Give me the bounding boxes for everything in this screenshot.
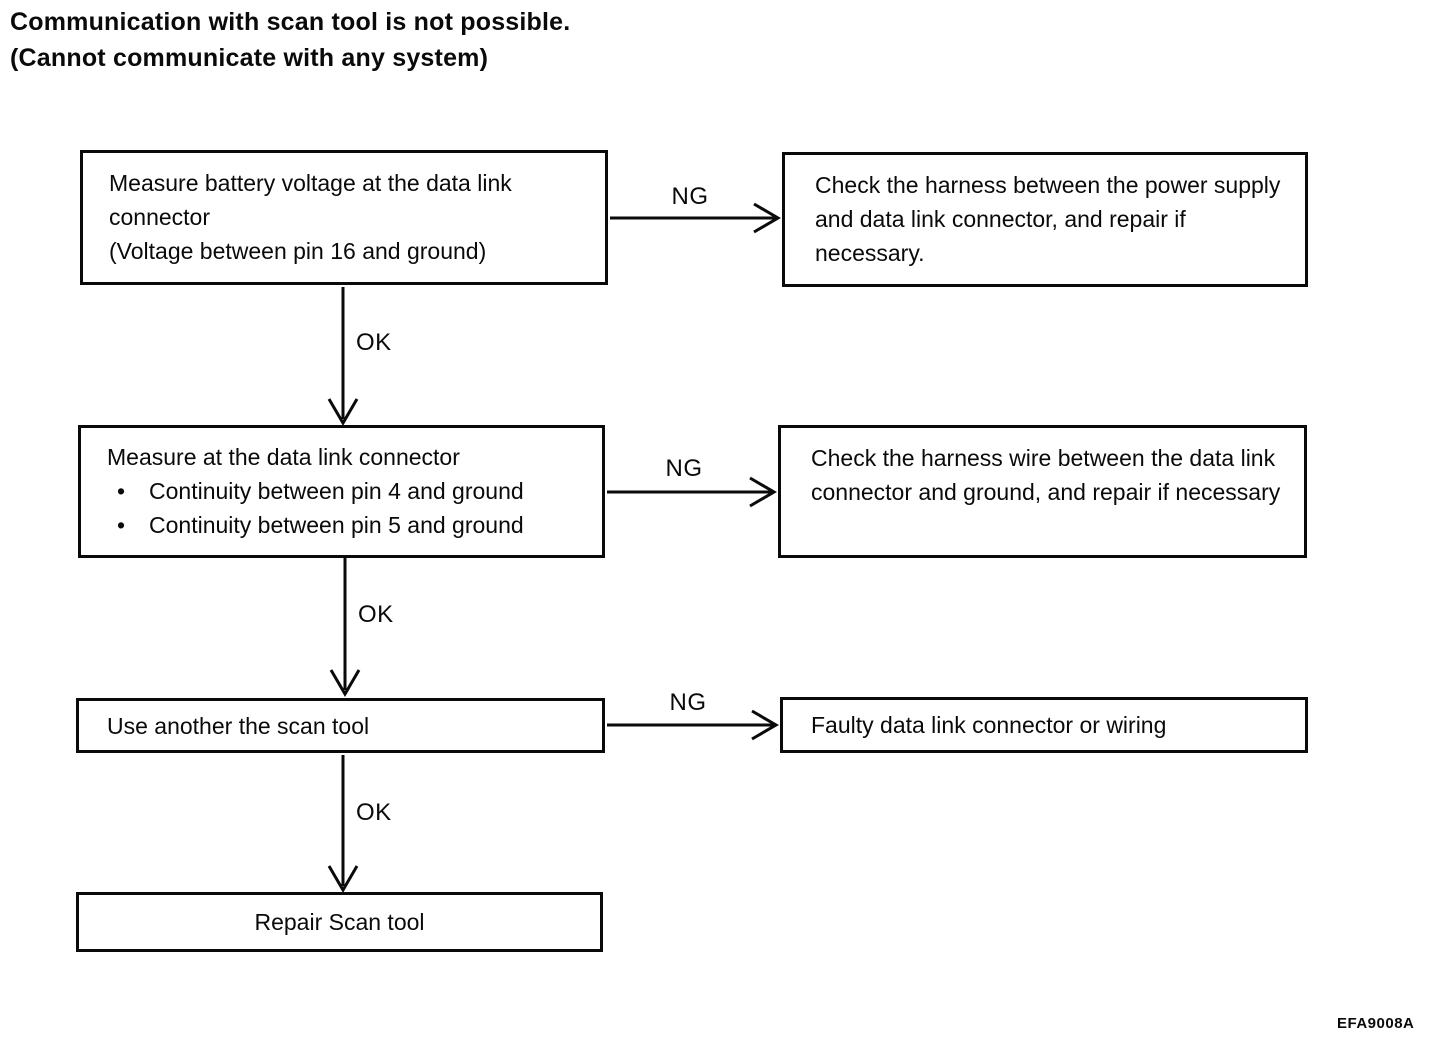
step2-text: Measure at the data link connector [107, 444, 460, 470]
ok-arrow-1 [327, 287, 359, 426]
result-box-check-ground-harness: Check the harness wire between the data … [778, 425, 1307, 558]
step-box-repair-scan-tool: Repair Scan tool [76, 892, 603, 952]
ng-arrow-2 [607, 476, 777, 508]
result-box-check-power-harness: Check the harness between the power supp… [782, 152, 1308, 287]
step1-subtext: (Voltage between pin 16 and ground) [109, 238, 487, 264]
page-title-line1: Communication with scan tool is not poss… [10, 8, 571, 36]
ok-arrow-2 [329, 558, 361, 697]
result-box-faulty-data-link-connector: Faulty data link connector or wiring [780, 697, 1308, 753]
step2-bullet-item-1: • Continuity between pin 4 and ground [107, 474, 588, 508]
step2-bullet1-text: Continuity between pin 4 and ground [149, 478, 524, 504]
step2-bullet2-text: Continuity between pin 5 and ground [149, 512, 524, 538]
step-box-measure-battery-voltage: Measure battery voltage at the data link… [80, 150, 608, 285]
bullet-icon: • [117, 512, 126, 538]
ok-label-2: OK [358, 601, 394, 628]
ok-label-3: OK [356, 799, 392, 826]
step-box-measure-data-link-connector: Measure at the data link connector • Con… [78, 425, 605, 558]
step4-text: Repair Scan tool [254, 909, 425, 935]
ok-label-1: OK [356, 329, 392, 356]
ok-arrow-3 [327, 755, 359, 893]
step-box-use-another-scan-tool: Use another the scan tool [76, 698, 605, 753]
result2-text: Check the harness wire between the data … [811, 445, 1281, 505]
step3-text: Use another the scan tool [107, 712, 370, 739]
result1-text: Check the harness between the power supp… [815, 172, 1281, 266]
ng-label-2: NG [665, 455, 703, 482]
figure-code: EFA9008A [1337, 1015, 1415, 1032]
ng-label-1: NG [671, 183, 709, 210]
bullet-icon: • [117, 478, 126, 504]
page-title-line2: (Cannot communicate with any system) [10, 44, 489, 72]
result3-text: Faulty data link connector or wiring [811, 712, 1167, 738]
ng-label-3: NG [669, 689, 707, 716]
page-title: Communication with scan tool is not poss… [10, 4, 570, 76]
step2-bullet-item-2: • Continuity between pin 5 and ground [107, 508, 588, 542]
step1-text: Measure battery voltage at the data link… [109, 170, 512, 230]
